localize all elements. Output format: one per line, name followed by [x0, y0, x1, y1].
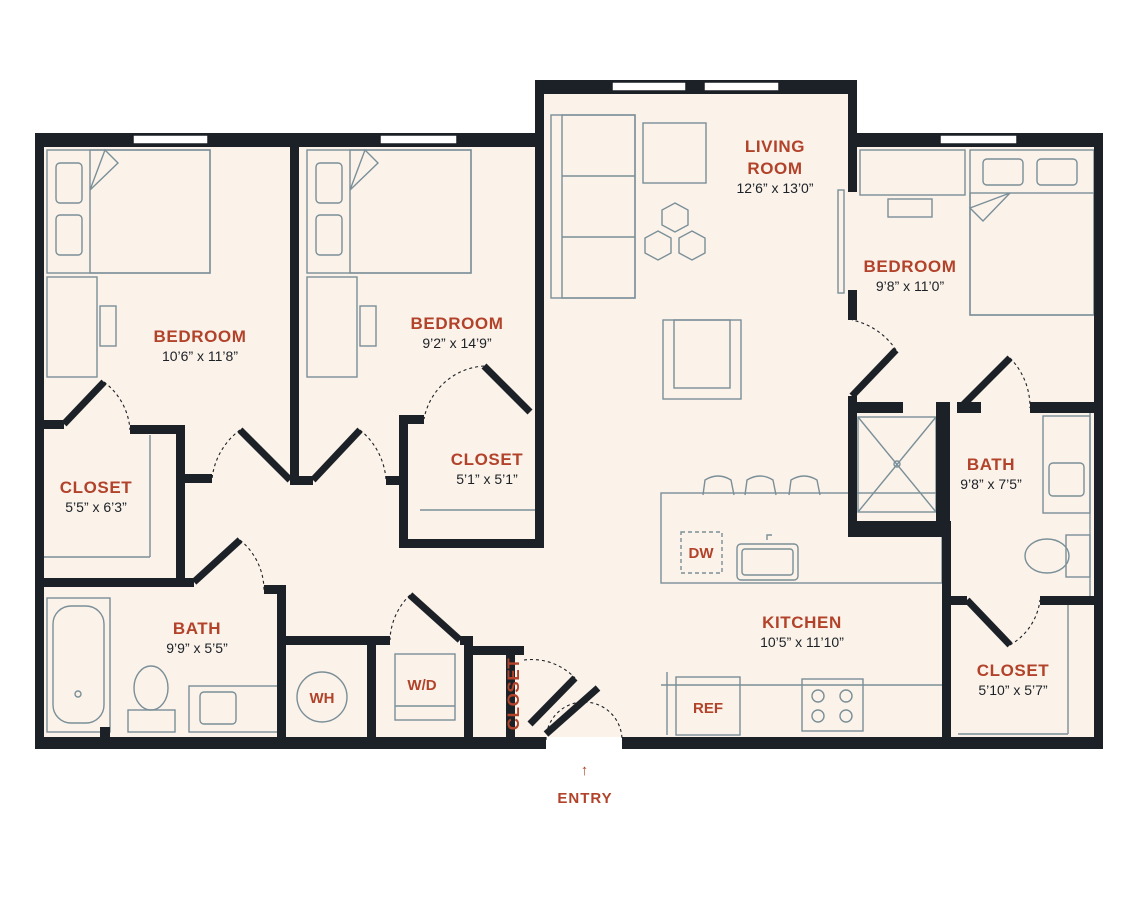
coffee-table [644, 202, 706, 261]
living-room-name-line2: ROOM [747, 159, 802, 178]
entry-label: ENTRY [557, 790, 612, 807]
bar-stools [702, 475, 821, 496]
desk-bedroom-3 [859, 149, 966, 218]
closet-right-name: CLOSET [977, 661, 1050, 680]
bath-left-name: BATH [173, 619, 221, 638]
room-labels: BEDROOM 10’6” x 11’8” BEDROOM 9’2” x 14’… [60, 137, 1050, 731]
bath-right-name: BATH [967, 455, 1015, 474]
washer-dryer [394, 653, 456, 721]
side-table [642, 122, 707, 184]
washer-dryer-label: W/D [407, 677, 436, 694]
closet-left-name: CLOSET [60, 478, 133, 497]
dishwasher-label: DW [689, 545, 715, 562]
refrigerator-label: REF [693, 700, 723, 717]
armchair [662, 319, 742, 400]
bedroom-3-name: BEDROOM [864, 257, 957, 276]
closet-entry-name: CLOSET [504, 658, 523, 731]
bedroom-2-name: BEDROOM [411, 314, 504, 333]
bed-bedroom-1 [46, 148, 211, 274]
living-room-dims: 12’6” x 13’0” [736, 180, 813, 196]
doors [61, 319, 1041, 741]
water-heater-label: WH [310, 690, 335, 707]
closet-mid-name: CLOSET [451, 450, 524, 469]
kitchen-dims: 10’5” x 11’10” [760, 634, 844, 650]
bath-right-dims: 9’8” x 7’5” [960, 476, 1022, 492]
bedroom-1-dims: 10’6” x 11’8” [162, 348, 238, 364]
closet-mid-dims: 5’1” x 5’1” [456, 471, 518, 487]
bedroom-3-dims: 9’8” x 11’0” [876, 278, 945, 294]
toilet-bath-left [127, 665, 176, 733]
closet-left-dims: 5’5” x 6’3” [65, 499, 127, 515]
closet-rods [44, 413, 1091, 735]
bed-bedroom-2 [306, 148, 472, 274]
bath-left-dims: 9’9” x 5’5” [166, 640, 228, 656]
bathtub [46, 597, 111, 733]
desk-bedroom-1 [46, 276, 117, 378]
sofa [550, 114, 636, 299]
windows [132, 81, 1018, 145]
fixture-labels: WH W/D DW REF [310, 545, 724, 717]
desk-bedroom-2 [306, 276, 377, 378]
living-room-name-line1: LIVING [745, 137, 805, 156]
water-heater [296, 671, 348, 723]
tv-console [837, 189, 845, 294]
bedroom-1-name: BEDROOM [154, 327, 247, 346]
entry-marker: ↑ ENTRY [557, 762, 612, 807]
bedroom-2-dims: 9’2” x 14’9” [422, 335, 492, 351]
entry-arrow-icon: ↑ [581, 762, 590, 779]
kitchen-name: KITCHEN [762, 613, 842, 632]
closet-right-dims: 5’10” x 5’7” [978, 682, 1048, 698]
kitchen-counter [661, 672, 942, 736]
